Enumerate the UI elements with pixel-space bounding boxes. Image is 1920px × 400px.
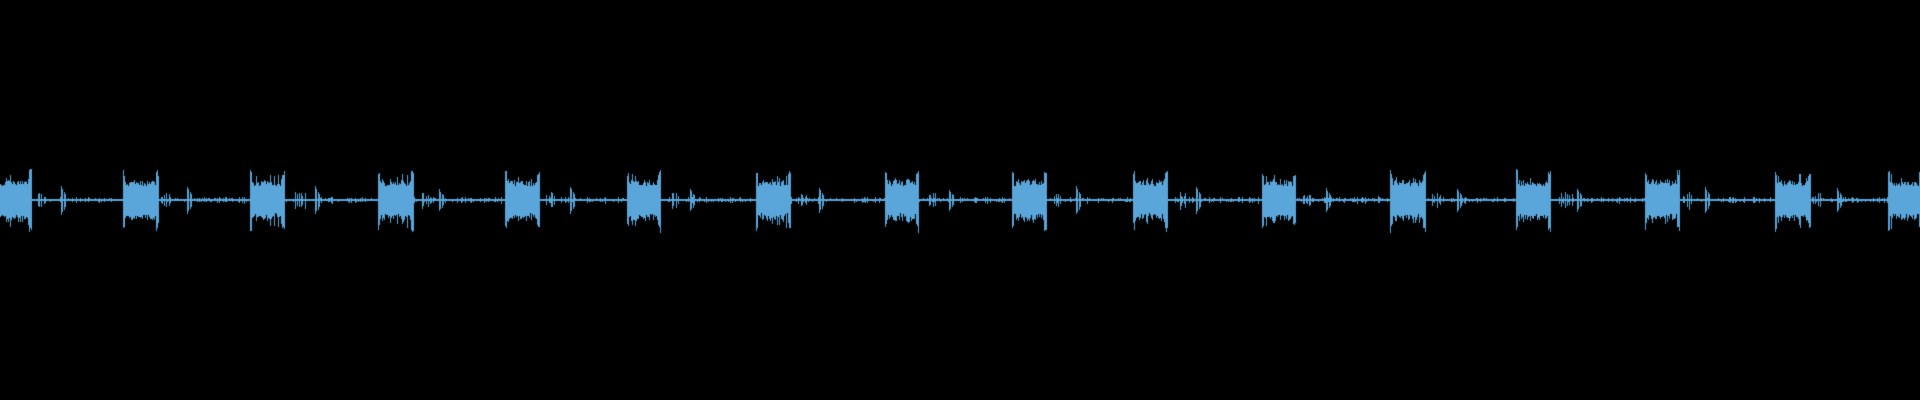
audio-waveform[interactable] <box>0 0 1920 400</box>
waveform-panel <box>0 0 1920 400</box>
